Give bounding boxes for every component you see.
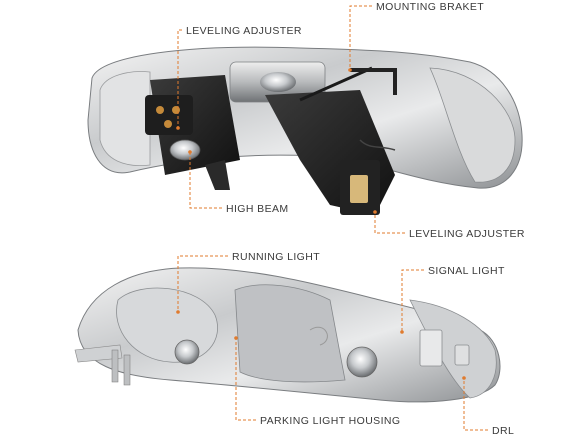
headlight-housing-view [74,267,501,403]
callout-mounting-braket: MOUNTING BRAKET [376,1,485,13]
callout-drl: DRL [492,425,515,437]
callout-running-light: RUNNING LIGHT [232,251,321,263]
callout-parking-light-housing: PARKING LIGHT HOUSING [260,415,401,427]
callout-leveling-adjuster-top: LEVELING ADJUSTER [186,25,302,37]
callout-leaders [176,5,488,431]
callout-signal-light: SIGNAL LIGHT [428,265,505,277]
callout-high-beam: HIGH BEAM [226,203,289,215]
callout-leveling-adjuster-right: LEVELING ADJUSTER [409,228,525,240]
headlight-rear-view [87,46,523,215]
